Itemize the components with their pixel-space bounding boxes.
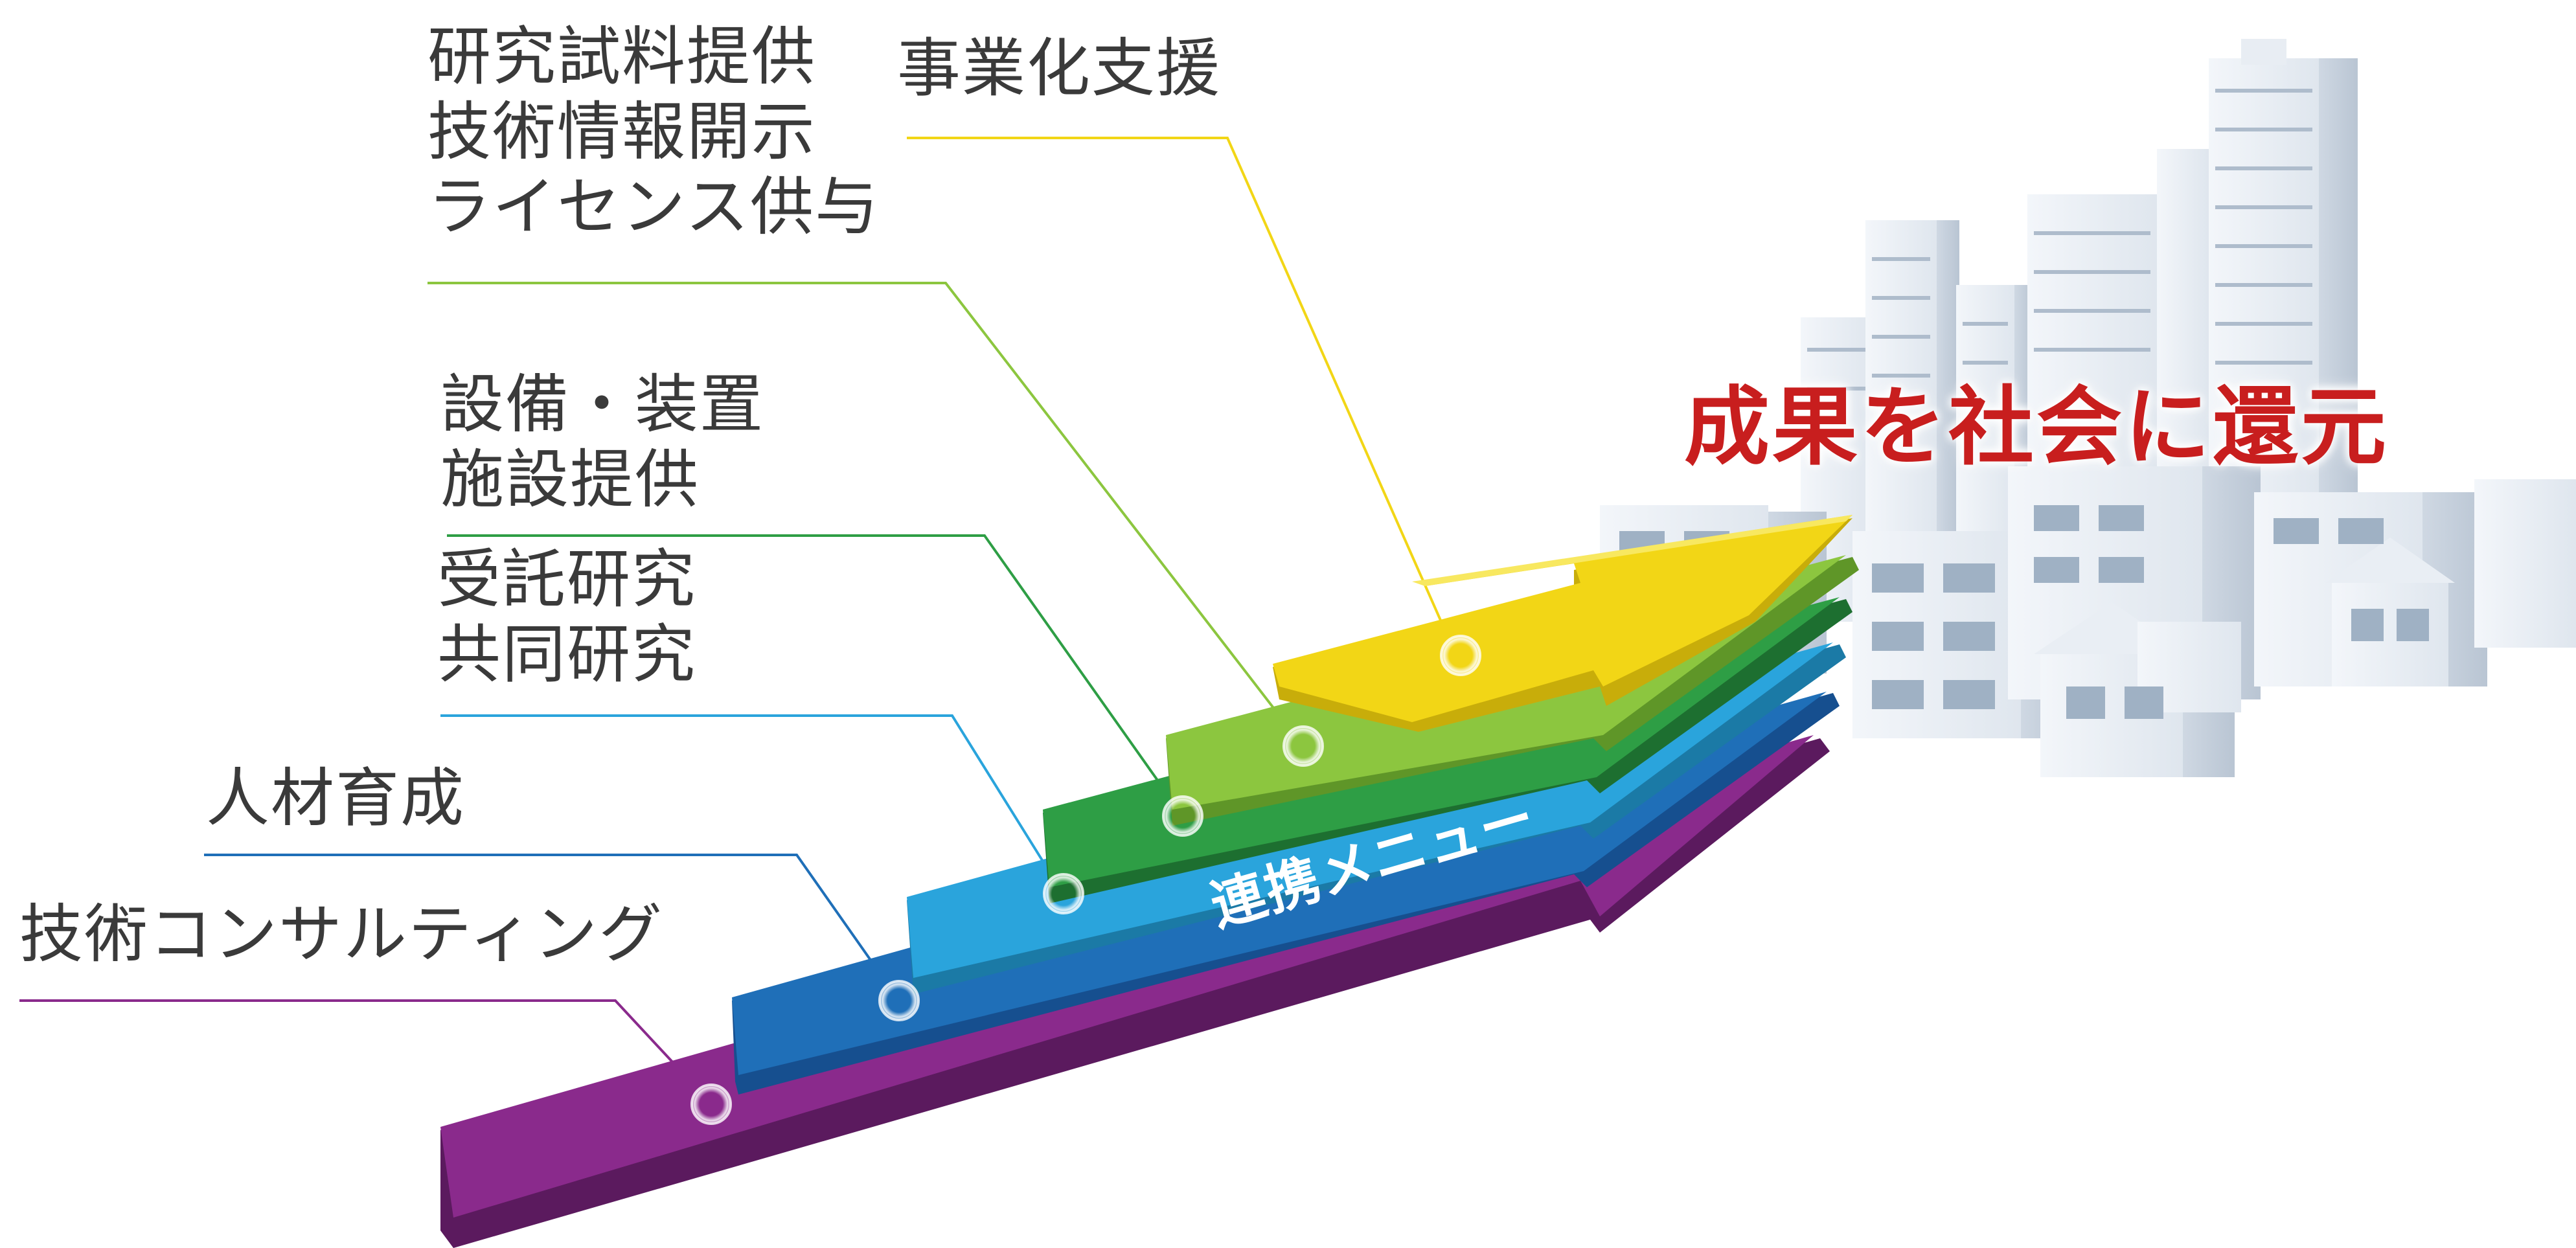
marker-research-materials [1282, 725, 1324, 767]
marker-consulting [690, 1083, 732, 1125]
label-line: 事業化支援 [897, 32, 1222, 106]
marker-rings [690, 635, 1481, 1125]
label-line: 設備・装置 [440, 368, 765, 442]
label-line: 技術情報開示 [427, 95, 817, 169]
label-research: 受託研究 共同研究 [437, 542, 696, 692]
label-consulting: 技術コンサルティング [19, 897, 663, 972]
leader-line-facilities [447, 534, 1183, 815]
leader-line-hr [204, 854, 900, 1002]
marker-hr [878, 980, 920, 1021]
label-line: 研究試料提供 [427, 20, 817, 94]
arrow-stack: 連携メニュー [440, 515, 1859, 1248]
label-line: 人材育成 [206, 762, 466, 835]
label-line: 共同研究 [437, 618, 697, 692]
label-line: ライセンス供与 [427, 170, 880, 244]
label-line: 施設提供 [440, 443, 700, 517]
label-commercialization: 事業化支援 [897, 31, 1221, 106]
label-facilities: 設備・装置 施設提供 [440, 367, 764, 517]
arrow-layer-commercialization [1273, 515, 1852, 732]
marker-commercialization [1440, 635, 1481, 676]
marker-facilities [1162, 795, 1203, 837]
label-research-materials: 研究試料提供 技術情報開示 ライセンス供与 [427, 19, 880, 245]
city-skyline [1600, 39, 2576, 777]
label-hr: 人材育成 [206, 761, 465, 836]
label-line: 受託研究 [437, 543, 697, 617]
leader-line-research [440, 714, 1064, 894]
headline: 成果を社会に還元 [1684, 378, 2389, 477]
label-line: 技術コンサルティング [19, 898, 664, 971]
leader-line-commercialization [907, 137, 1457, 656]
leader-line-research-materials [427, 282, 1303, 746]
marker-research [1043, 873, 1084, 914]
